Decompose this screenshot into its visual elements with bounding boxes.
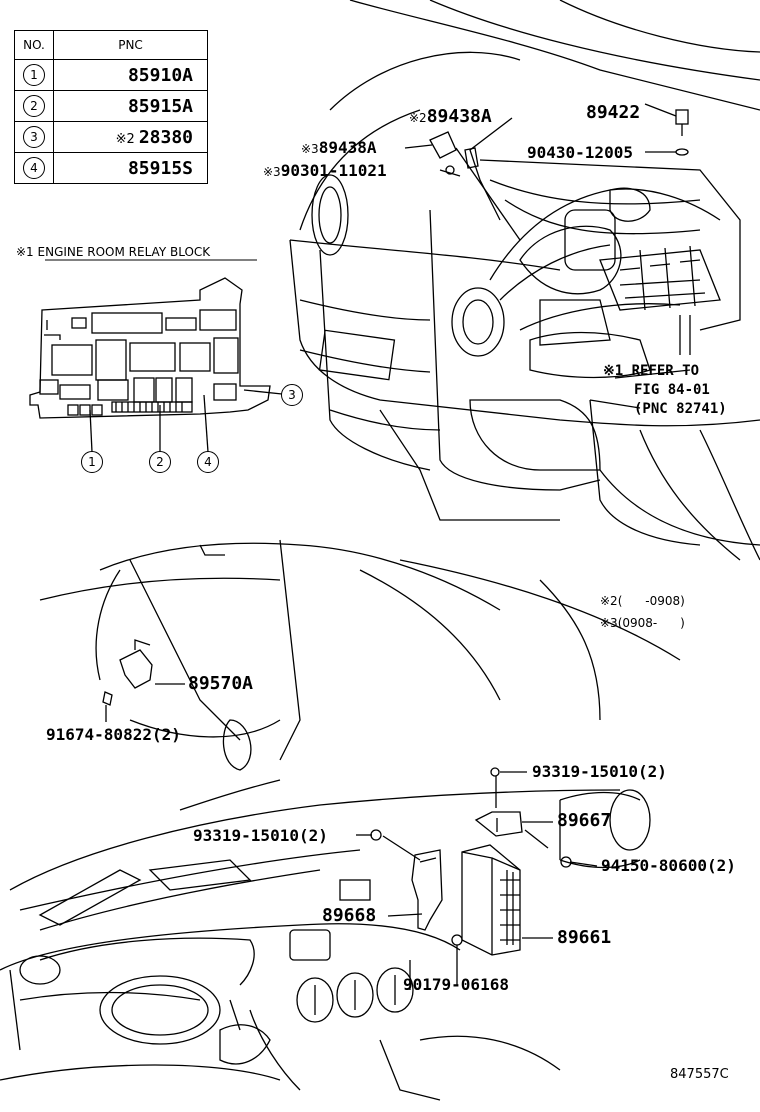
callout-3: 3 (281, 384, 303, 406)
label-93319-15010-left: 93319-15010(2) (193, 826, 328, 845)
label-93319-15010-top: 93319-15010(2) (532, 762, 667, 781)
label-90179-06168: 90179-06168 (403, 975, 509, 994)
row-pnc: 85910A (127, 64, 193, 86)
header-pnc: PNC (53, 30, 208, 60)
pnc-table-header: NO. PNC (14, 30, 208, 60)
row-pnc: 28380 (138, 126, 193, 148)
row-mark: ※2 (115, 131, 135, 147)
label-89422: 89422 (586, 102, 641, 123)
note-3: ※3(0908- ) (600, 616, 685, 630)
refer-note-line1: ※1 REFER TO (603, 363, 700, 379)
label-89570a: 89570A (188, 673, 254, 694)
refer-note-line3: (PNC 82741) (634, 401, 727, 417)
dashboard-drawing (0, 767, 651, 1101)
row-pnc: 85915S (127, 157, 193, 179)
relay-block-title: ※1 ENGINE ROOM RELAY BLOCK (16, 245, 211, 259)
table-row: 2 85915A (14, 90, 208, 122)
label-94150-80600: 94150-80600(2) (601, 856, 736, 875)
side-body-drawing (39, 539, 681, 811)
label-89667: 89667 (557, 810, 612, 831)
row-number-circle: 1 (23, 64, 45, 86)
callout-4: 4 (197, 451, 219, 473)
callout-1: 1 (81, 451, 103, 473)
header-no: NO. (14, 30, 54, 60)
label-89438a-top: ※289438A (409, 106, 492, 127)
row-number-circle: 4 (23, 157, 45, 179)
figure-id: 847557C (670, 1067, 729, 1082)
row-number-circle: 2 (23, 95, 45, 117)
callout-2: 2 (149, 451, 171, 473)
row-pnc: 85915A (127, 95, 193, 117)
table-row: 4 85915S (14, 152, 208, 184)
table-row: 1 85910A (14, 59, 208, 91)
label-89438a-left: ※389438A (301, 138, 377, 157)
refer-note-line2: FIG 84-01 (634, 382, 710, 398)
row-number-circle: 3 (23, 126, 45, 148)
relay-block-drawing (29, 259, 283, 453)
label-89668: 89668 (322, 905, 377, 926)
label-91674-80822: 91674-80822(2) (46, 725, 181, 744)
note-2: ※2( -0908) (600, 594, 685, 608)
label-89661: 89661 (557, 927, 612, 948)
label-90301-11021: ※390301-11021 (263, 161, 387, 180)
label-90430-12005: 90430-12005 (527, 143, 633, 162)
vehicle-front-drawing (289, 0, 760, 561)
